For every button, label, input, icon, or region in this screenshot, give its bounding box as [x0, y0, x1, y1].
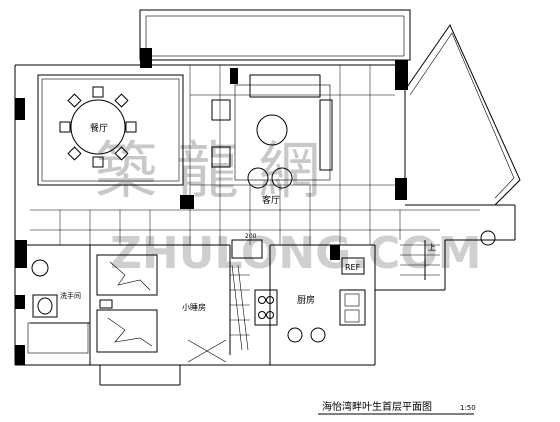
plan-title: 海怡湾畔叶生首层平面图 — [322, 400, 432, 413]
living-label: 客厅 — [262, 194, 280, 206]
plan-scale: 1:50 — [460, 404, 476, 412]
bedroom-label: 小睡房 — [182, 302, 206, 312]
stairs: 上 — [400, 230, 496, 280]
bathroom-label: 洗手间 — [60, 291, 81, 300]
dining-area: 餐厅 — [37, 74, 184, 186]
watermark-en: ZHULONG.COM — [110, 228, 481, 279]
dining-label: 餐厅 — [90, 122, 108, 134]
watermark-cn: 築 龍 網 — [95, 134, 320, 207]
bathroom: 洗手间 — [27, 259, 89, 354]
right-balcony — [404, 23, 521, 206]
dim-box: 200 — [231, 233, 263, 259]
kitchen-label: 厨房 — [297, 294, 315, 306]
stairs-label: 上 — [428, 243, 436, 252]
closet — [230, 264, 250, 351]
living-room: 客厅 — [211, 74, 333, 206]
kitchen: 厨房 REF — [254, 257, 366, 343]
dim-label: 200 — [245, 233, 257, 240]
columns — [15, 48, 408, 365]
watermark: 築 龍 網 ZHULONG.COM — [95, 134, 481, 279]
title-block: 海怡湾畔叶生首层平面图 1:50 — [318, 400, 476, 415]
top-balcony — [139, 9, 411, 61]
tile-grid — [30, 65, 480, 245]
fridge-label: REF — [345, 263, 361, 272]
bedroom: 小睡房 — [96, 254, 227, 386]
